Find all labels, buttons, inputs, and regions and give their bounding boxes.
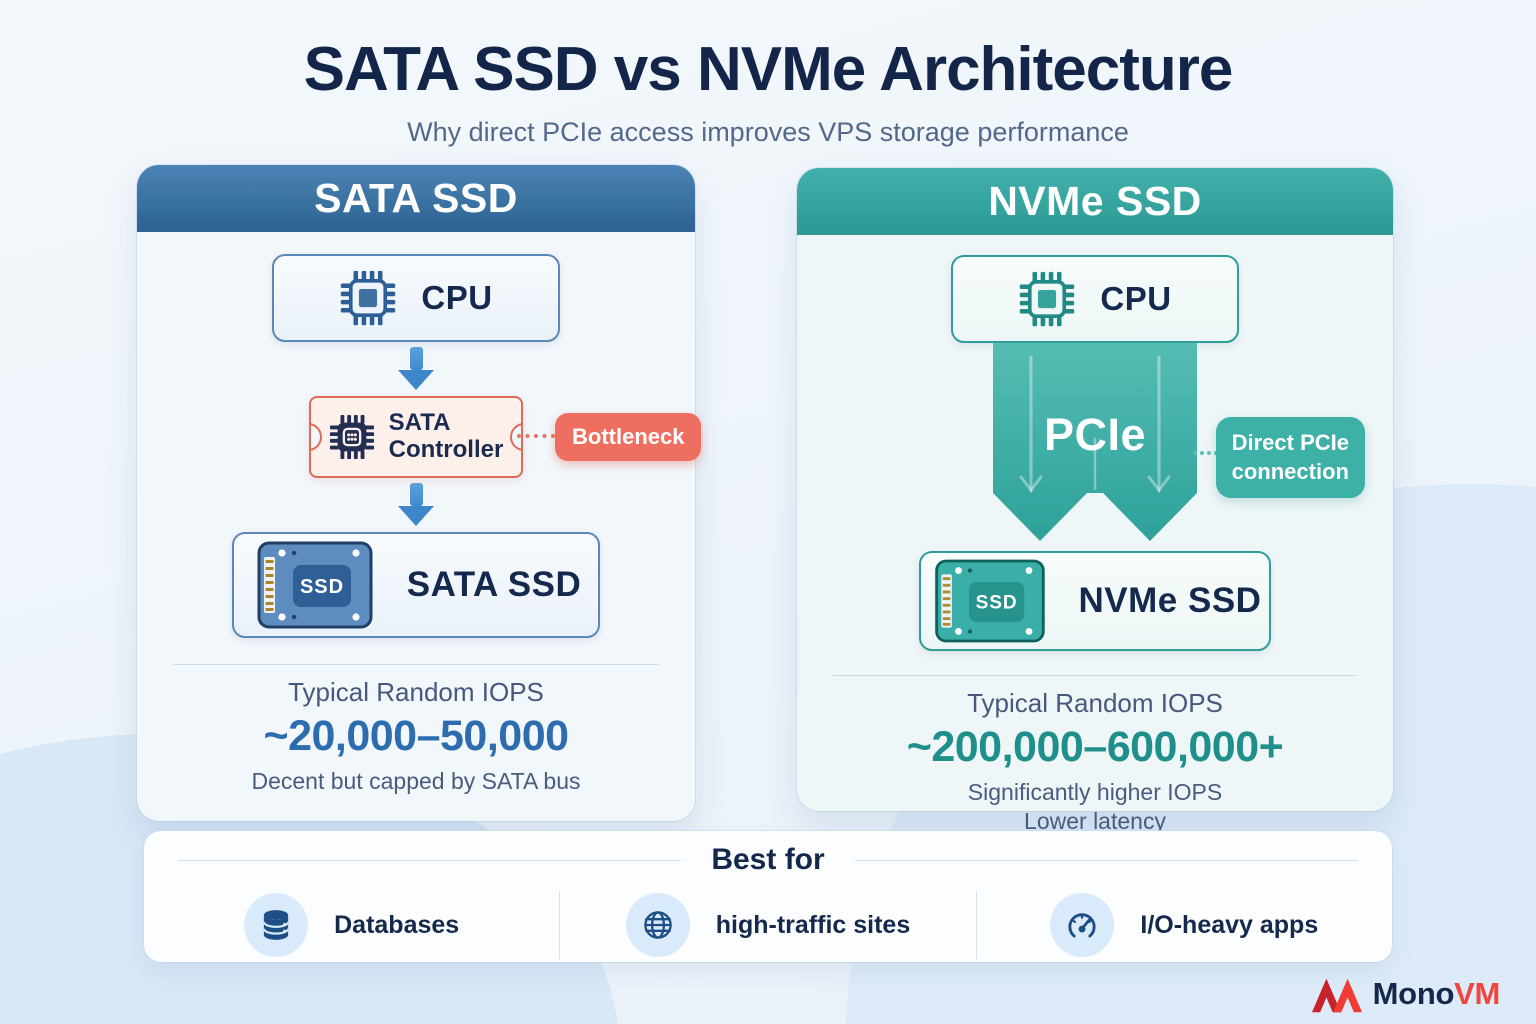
database-icon — [262, 910, 290, 940]
sata-iops-note: Decent but capped by SATA bus — [251, 768, 581, 794]
divider-line — [178, 859, 682, 861]
bottleneck-badge: Bottleneck — [555, 413, 702, 461]
direct-pcie-badge: Direct PCIe connection — [1215, 417, 1365, 499]
sata-ssd-box: SSD SATA SSD — [232, 532, 600, 638]
sata-ssd-drive-icon: SSD — [257, 541, 373, 629]
nvme-ssd-box: SSD NVMe SSD — [919, 551, 1271, 651]
panel-divider — [833, 675, 1357, 676]
icon-circle — [244, 893, 309, 957]
nvme-iops-value: ~200,000–600,000+ — [906, 723, 1284, 771]
best-for-bar: Best for Databases — [144, 831, 1392, 962]
best-for-label: Databases — [334, 910, 460, 939]
ssd-chip-label: SSD — [975, 593, 1017, 614]
sata-panel: SATA SSD CPU — [137, 165, 702, 821]
nvme-cpu-label: CPU — [1100, 280, 1172, 317]
nvme-panel-title: NVMe SSD — [988, 178, 1202, 224]
icon-circle — [1050, 893, 1115, 957]
nvme-ssd-label: NVMe SSD — [1078, 581, 1262, 620]
sata-cpu-label: CPU — [421, 279, 493, 316]
sata-ssd-label: SATA SSD — [406, 565, 582, 604]
pcie-connector-line — [1193, 451, 1225, 455]
best-for-header: Best for — [144, 843, 1392, 877]
vertical-divider — [975, 891, 977, 959]
bottleneck-connector-line — [517, 434, 555, 438]
best-for-title: Best for — [711, 843, 825, 876]
page-title: SATA SSD vs NVMe Architecture — [303, 35, 1234, 104]
cpu-chip-icon — [1020, 271, 1075, 327]
best-for-items: Databases high-traffic sites — [144, 885, 1392, 965]
cpu-chip-icon — [341, 270, 396, 326]
iops-title: Typical Random IOPS — [967, 688, 1223, 718]
best-for-label: high-traffic sites — [715, 910, 911, 939]
globe-icon — [643, 911, 672, 939]
nvme-iops-note: Significantly higher IOPS Lower latency — [967, 779, 1223, 835]
vertical-divider — [559, 891, 561, 959]
down-arrow — [396, 483, 436, 526]
nvme-panel: NVMe SSD CPU — [797, 168, 1393, 834]
monovm-logo-icon — [1311, 978, 1362, 1013]
pcie-wide-arrow — [993, 343, 1197, 541]
pcie-band: PCIe — [993, 343, 1197, 543]
ticket-notch-left — [311, 423, 322, 451]
pcie-label: PCIe — [1043, 409, 1147, 460]
sata-panel-header: SATA SSD — [137, 165, 695, 232]
page-header: SATA SSD vs NVMe Architecture Why direct… — [0, 34, 1536, 148]
sata-controller-box: SATA Controller — [309, 396, 523, 478]
nvme-ssd-drive-icon: SSD — [934, 559, 1045, 643]
brand-name: MonoVM — [1372, 976, 1501, 1011]
sata-iops-value: ~20,000–50,000 — [263, 712, 569, 760]
nvme-panel-header: NVMe SSD — [797, 168, 1393, 235]
panel-divider — [173, 664, 659, 665]
best-for-item-io-heavy: I/O-heavy apps — [977, 893, 1392, 957]
nvme-iops-block: Typical Random IOPS ~200,000–600,000+ Si… — [797, 688, 1393, 837]
ssd-chip-label: SSD — [300, 576, 344, 598]
icon-circle — [625, 893, 690, 957]
sata-panel-title: SATA SSD — [314, 175, 518, 221]
brand-logo: MonoVM — [1311, 974, 1500, 1014]
page-subtitle: Why direct PCIe access improves VPS stor… — [407, 117, 1129, 147]
best-for-label: I/O-heavy apps — [1140, 910, 1319, 939]
divider-line — [854, 859, 1359, 861]
down-arrow — [396, 347, 436, 390]
iops-title: Typical Random IOPS — [288, 677, 544, 707]
best-for-item-databases: Databases — [144, 893, 559, 957]
nvme-panel-body: CPU — [797, 255, 1393, 834]
sata-controller-label: SATA Controller — [388, 409, 504, 463]
sata-panel-body: CPU — [137, 254, 702, 843]
sata-cpu-box: CPU — [272, 254, 560, 342]
nvme-cpu-box: CPU — [951, 255, 1239, 343]
best-for-item-high-traffic: high-traffic sites — [560, 893, 975, 957]
pcie-zone: PCIe Direct PCIe connection — [797, 343, 1393, 543]
gauge-icon — [1068, 913, 1096, 938]
sata-iops-block: Typical Random IOPS ~20,000–50,000 Decen… — [137, 677, 695, 796]
sata-controller-chip-icon — [329, 414, 374, 460]
sata-controller-row: SATA Controller Bottleneck — [137, 396, 702, 478]
